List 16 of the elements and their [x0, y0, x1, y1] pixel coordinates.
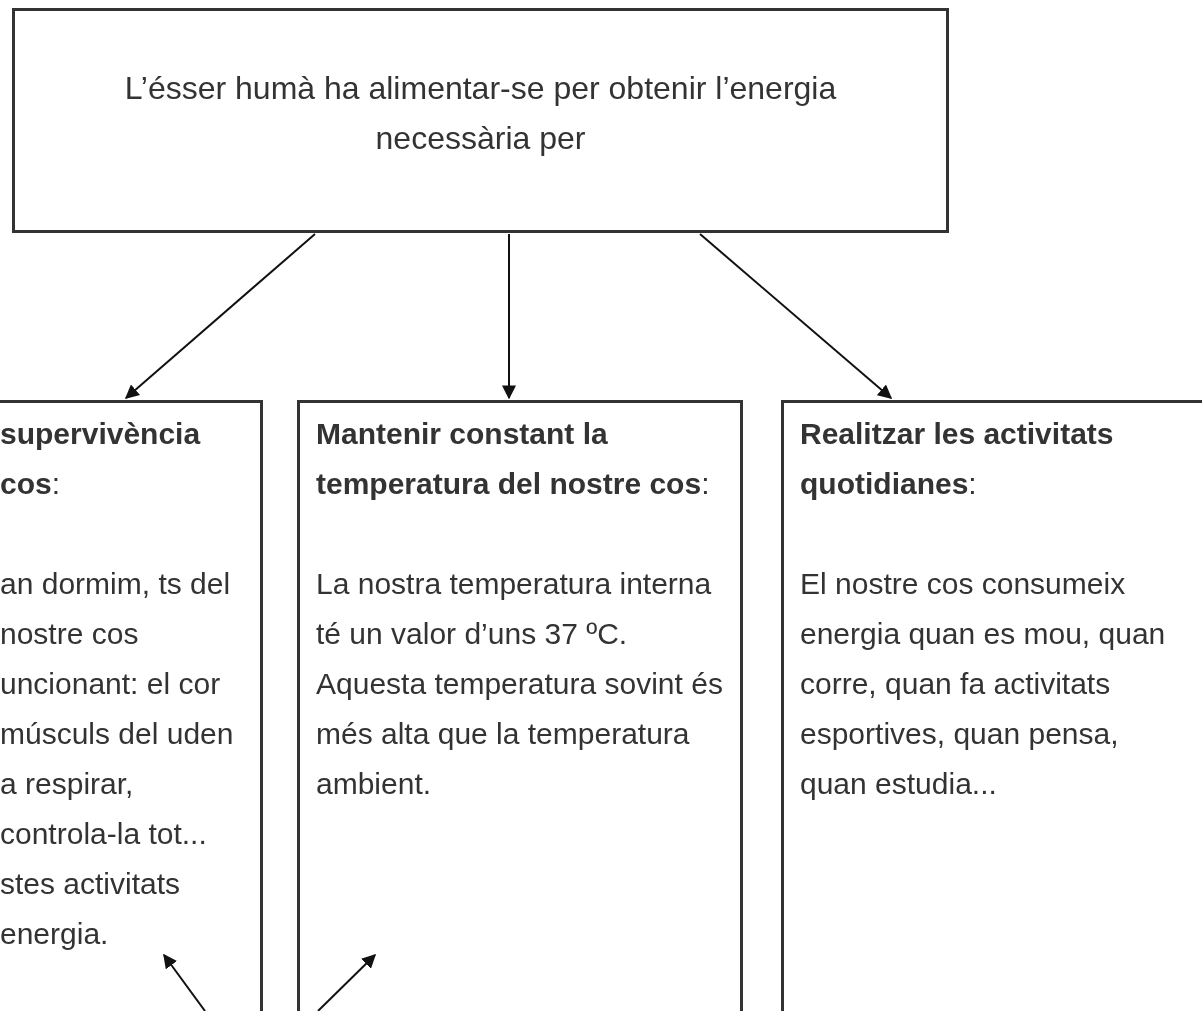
heading-text: supervivència cos:	[0, 416, 202, 502]
heading-text: Mantenir constant la temperatura del nostre cos:	[316, 416, 711, 502]
statement-text: L’ésser humà ha alimentar-se per obtenir l’energia necessària per	[123, 69, 838, 158]
arrow	[502, 233, 516, 400]
heading-text: Realitzar les activitats quotidianes:	[800, 416, 1115, 502]
arrow	[699, 233, 893, 399]
topic-box	[297, 400, 743, 1011]
body-text: an dormim, ts del nostre cos uncionant: el cor músculs del uden a respirar, controla-la tot... stes activitats energia.	[0, 566, 235, 952]
arrow	[124, 233, 316, 399]
topic-box	[0, 400, 263, 1011]
body-text: El nostre cos consumeix energia quan es mou, quan corre, quan fa activitats esportives, quan pensa, quan estudia...	[800, 566, 1167, 802]
topic-box	[781, 400, 1202, 1011]
body-text: La nostra temperatura interna té un valor d’uns 37 ºC. Aquesta temperatura sovint és més alta que la temperatura ambient.	[316, 566, 724, 802]
arrow	[163, 953, 206, 1011]
statement-box	[12, 8, 949, 233]
arrow	[317, 954, 376, 1011]
